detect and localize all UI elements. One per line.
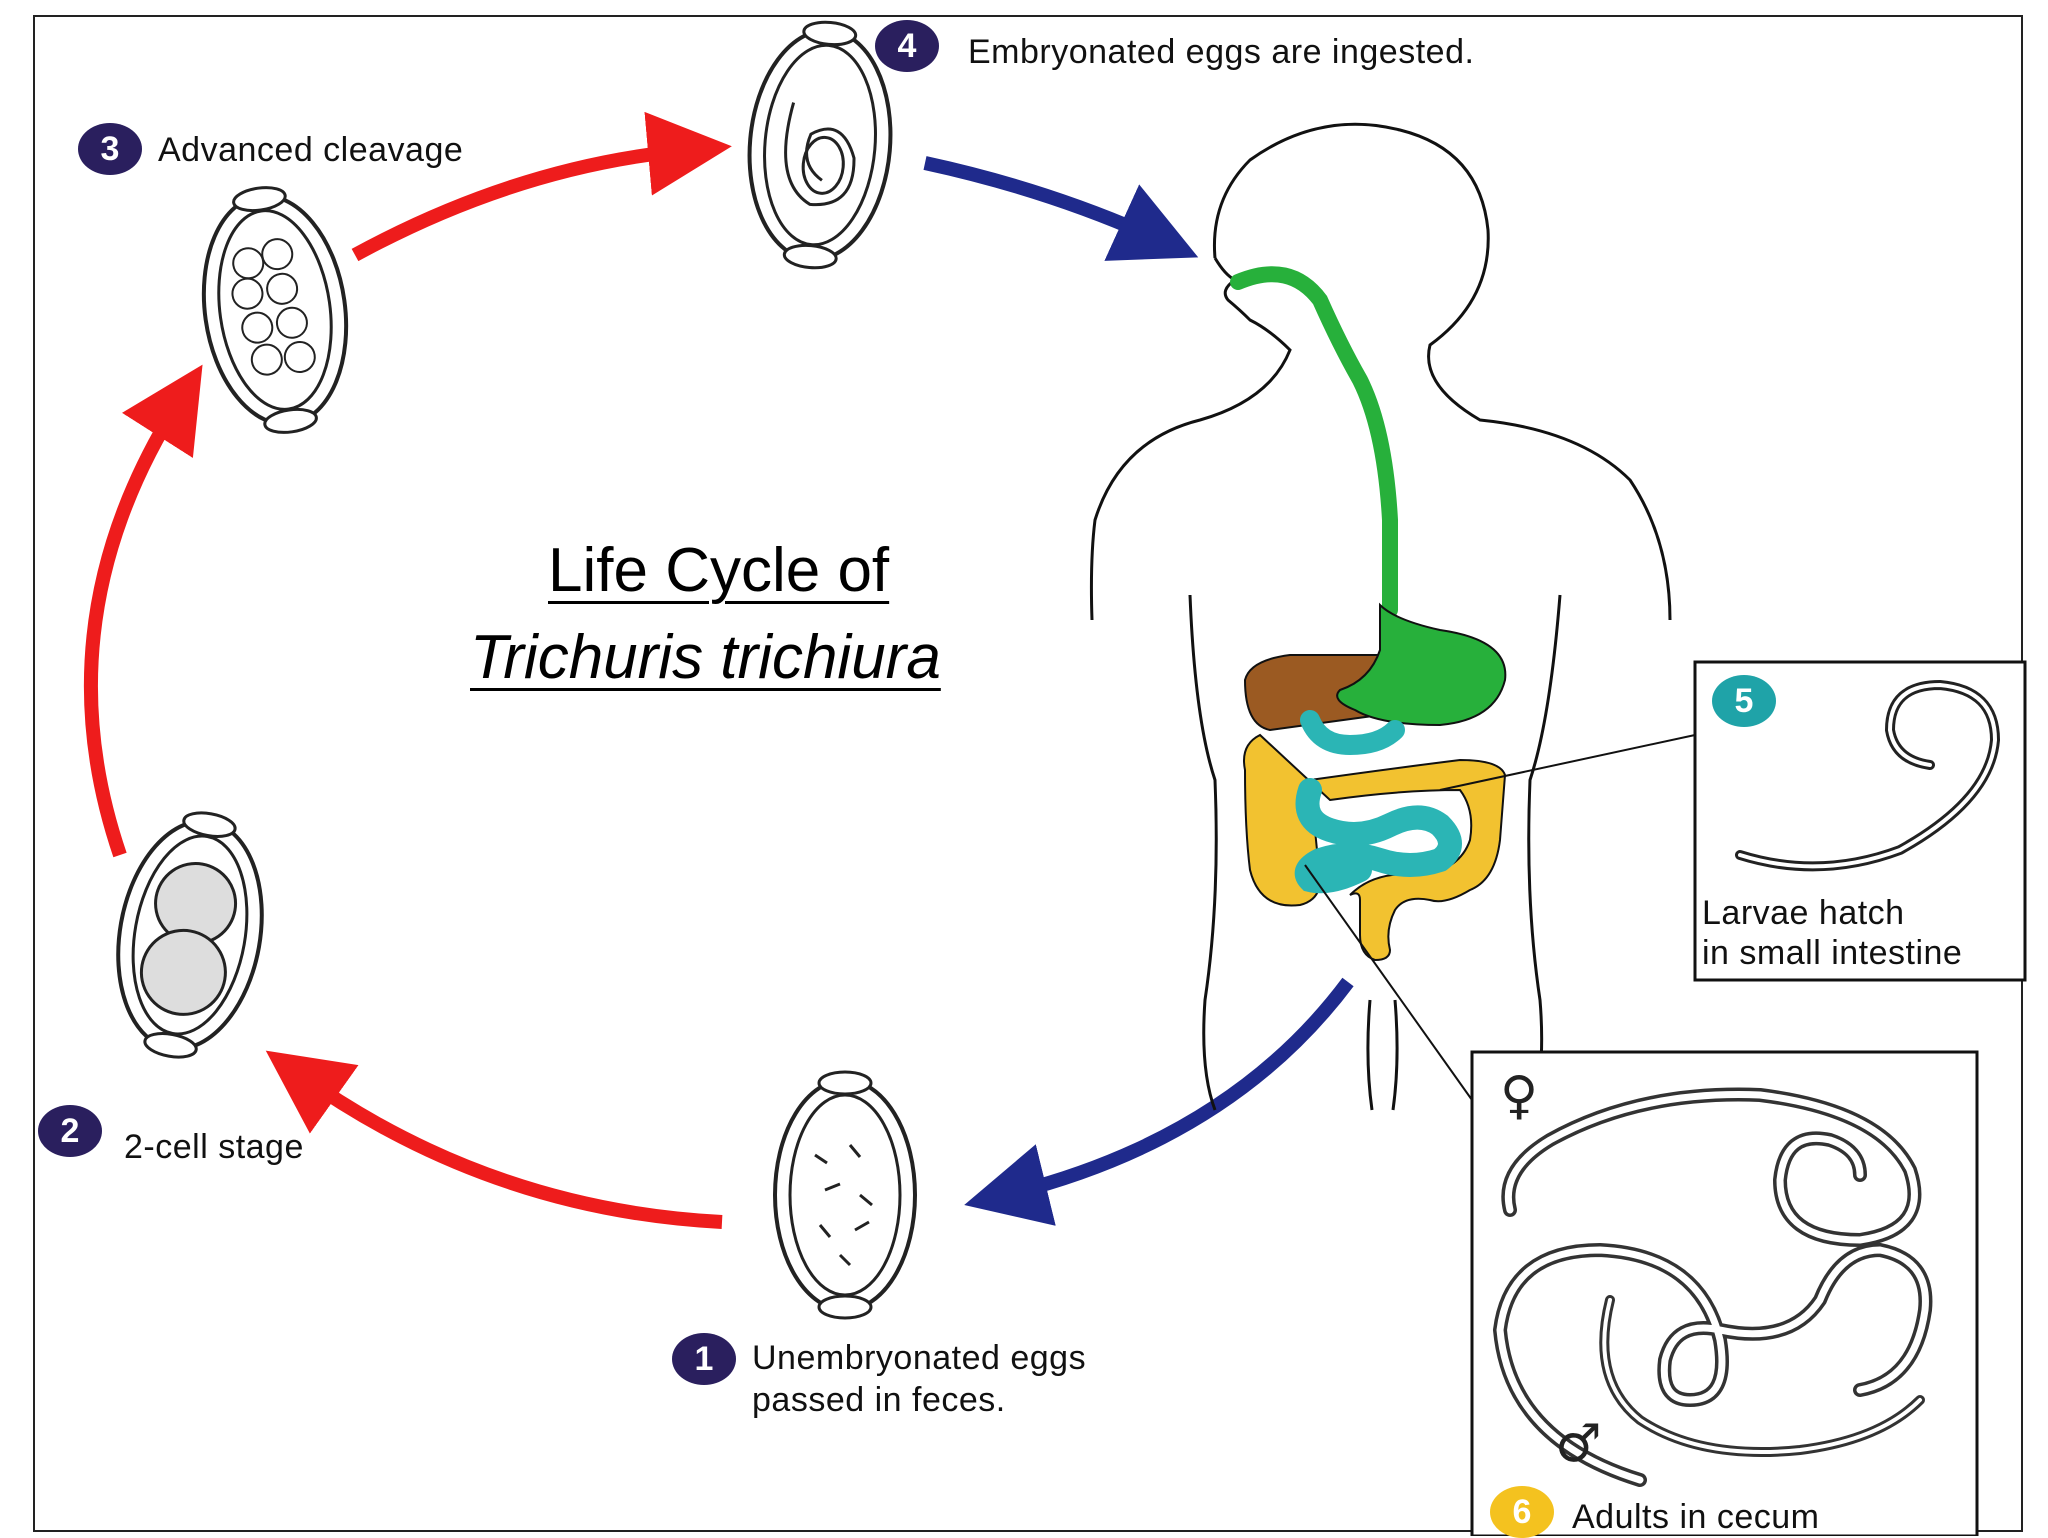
stage-1-label-line2: passed in feces. xyxy=(752,1381,1006,1419)
egg-stage-3 xyxy=(186,176,364,444)
stage-2-label: 2-cell stage xyxy=(124,1128,304,1166)
duodenum xyxy=(1300,710,1405,756)
adult-worms xyxy=(1492,1087,1933,1487)
egg-stage-4 xyxy=(737,14,903,276)
egg-stage-1 xyxy=(773,1070,917,1320)
female-symbol-icon: ♀ xyxy=(1500,1066,1539,1126)
arrow-stage1-to-2 xyxy=(265,1050,723,1229)
diagram-title-line2: Trichuris trichiura xyxy=(470,623,941,692)
stage-2-badge: 2 xyxy=(38,1105,102,1157)
arrow-stage2-to-3 xyxy=(83,364,203,858)
human-body xyxy=(1089,122,1672,1111)
stage-4-label: Embryonated eggs are ingested. xyxy=(968,33,1475,71)
stage-1-label-line1: Unembryonated eggs xyxy=(752,1339,1087,1377)
stage-6-badge: 6 xyxy=(1490,1486,1554,1538)
stage-3-badge: 3 xyxy=(78,123,142,175)
arrow-stage4-to-host xyxy=(923,156,1199,261)
stomach xyxy=(1336,602,1507,727)
arrow-stage3-to-4 xyxy=(351,111,732,262)
diagram-title-line1: Life Cycle of xyxy=(548,536,890,605)
male-symbol-icon: ♂ xyxy=(1555,1414,1602,1474)
stage-5-badge: 5 xyxy=(1712,675,1776,727)
pointer-larvae xyxy=(1439,734,1696,791)
stage-5-label-line1: Larvae hatch xyxy=(1702,894,1905,932)
stage-5-label-line2: in small intestine xyxy=(1702,934,1963,972)
small-intestine xyxy=(1294,778,1462,894)
inset-adults-box xyxy=(1470,1050,1979,1536)
esophagus xyxy=(1230,266,1398,618)
egg-stage-2 xyxy=(97,799,283,1071)
stage-3-label: Advanced cleavage xyxy=(158,131,464,169)
arrow-host-to-stage1 xyxy=(964,977,1354,1226)
pointer-adults xyxy=(1304,864,1473,1101)
stage-6-label: Adults in cecum xyxy=(1572,1498,1820,1536)
stage-4-badge: 4 xyxy=(875,20,939,72)
stage-1-badge: 1 xyxy=(672,1333,736,1385)
